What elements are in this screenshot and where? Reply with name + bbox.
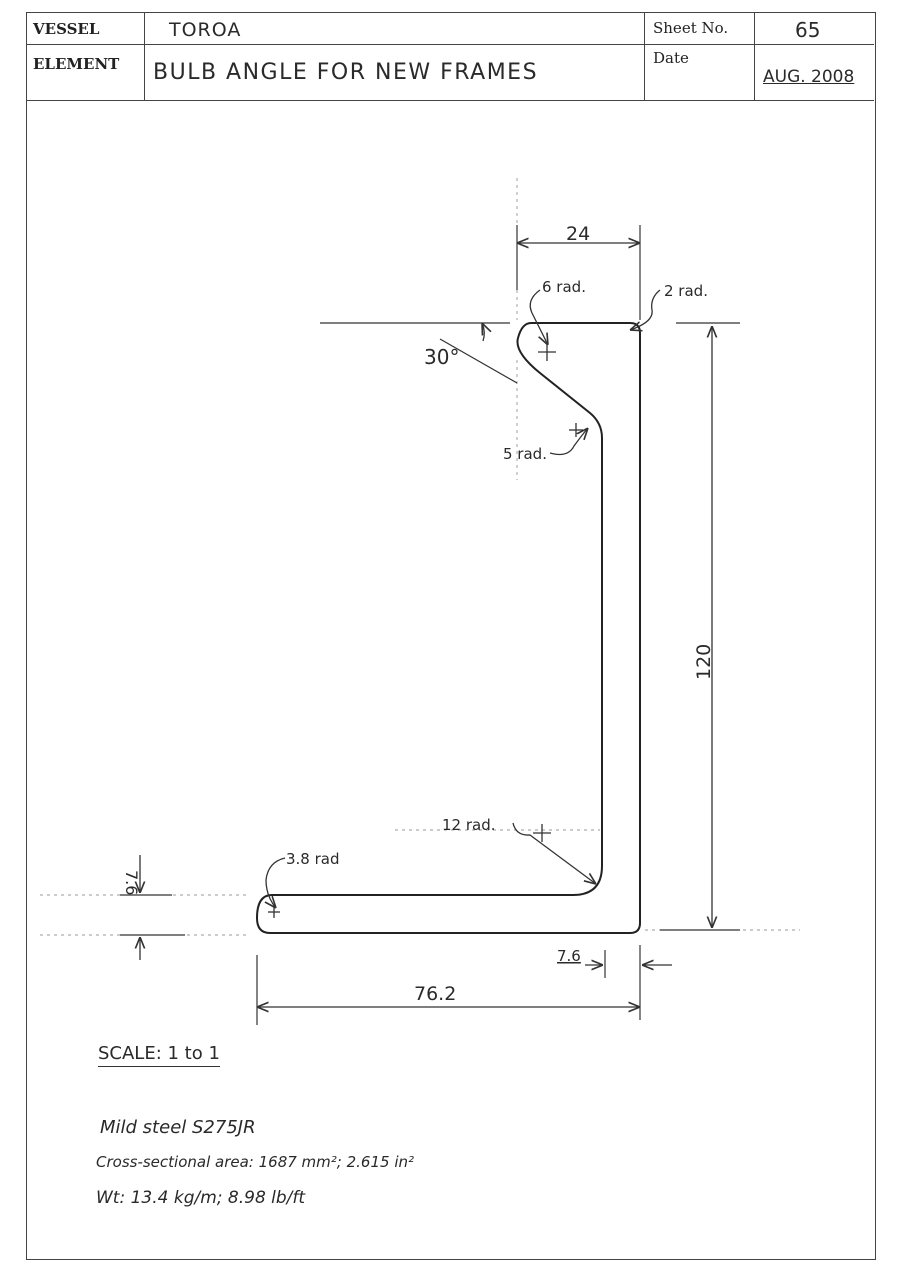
dim-height: 120	[693, 644, 715, 680]
date-label-cell: Date	[645, 45, 755, 101]
date-value: AUG. 2008	[763, 67, 855, 87]
sheet-value-cell: 65	[755, 13, 874, 45]
radius-bulb: 6 rad.	[542, 278, 586, 296]
drawing-sheet: VESSEL TOROA Sheet No. 65 ELEMENT BULB A…	[26, 12, 876, 1260]
weight-note: Wt: 13.4 kg/m; 8.98 lb/ft	[96, 1188, 306, 1208]
angle-label: 30°	[424, 345, 459, 369]
element-label: ELEMENT	[33, 55, 120, 73]
dim-top-width: 24	[566, 223, 590, 245]
centre-marks	[268, 343, 583, 918]
leader-heel-radius	[512, 822, 596, 884]
dim-web-thickness: 7.6	[557, 947, 581, 965]
dimension-lines	[140, 243, 712, 1007]
area-note: Cross-sectional area: 1687 mm²; 2.615 in…	[96, 1153, 415, 1171]
material-note: Mild steel S275JR	[100, 1117, 256, 1138]
angle-arc	[482, 323, 484, 342]
date-value-cell: AUG. 2008	[755, 45, 874, 101]
bulb-angle-profile	[255, 322, 641, 934]
vessel-label: VESSEL	[33, 20, 100, 38]
leader-top-corner-radius	[630, 289, 661, 330]
scale-note: SCALE: 1 to 1	[98, 1043, 220, 1067]
leader-bulb-radius	[529, 289, 548, 345]
element-description: BULB ANGLE FOR NEW FRAMES	[153, 60, 539, 85]
vessel-label-cell: VESSEL	[27, 13, 145, 45]
dim-base-width: 76.2	[414, 983, 456, 1005]
radius-bulb-root: 5 rad.	[503, 445, 547, 463]
sheet-number: 65	[795, 18, 821, 42]
leader-bulb-root-radius	[549, 428, 588, 456]
element-value-cell: BULB ANGLE FOR NEW FRAMES	[145, 45, 645, 101]
sheet-label: Sheet No.	[653, 19, 729, 37]
radius-top-corner: 2 rad.	[664, 282, 708, 300]
element-label-cell: ELEMENT	[27, 45, 145, 101]
vessel-name: TOROA	[169, 19, 242, 41]
date-label: Date	[653, 49, 689, 67]
vessel-value-cell: TOROA	[145, 13, 645, 45]
radius-toe: 3.8 rad	[286, 850, 340, 868]
title-block: VESSEL TOROA Sheet No. 65 ELEMENT BULB A…	[27, 13, 874, 101]
sheet-label-cell: Sheet No.	[645, 13, 755, 45]
radius-heel: 12 rad.	[442, 816, 496, 834]
leader-toe-radius	[266, 857, 286, 908]
dim-flange-thickness: 7.6	[122, 870, 141, 895]
